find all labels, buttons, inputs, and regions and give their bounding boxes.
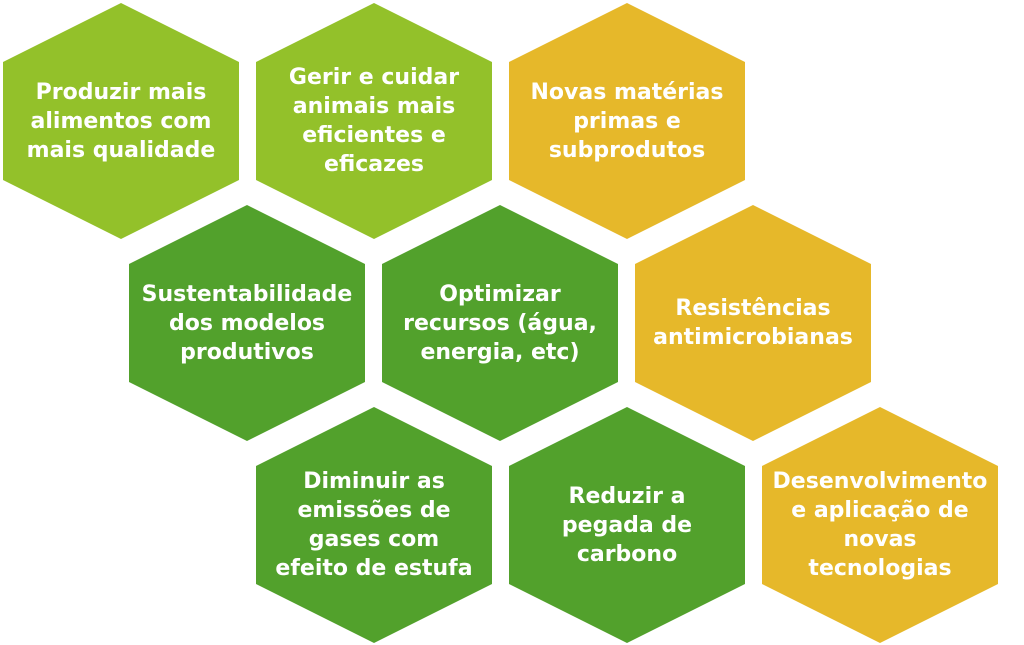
hexagon-produzir-mais-alimentos: Produzir mais alimentos com mais qualida… <box>3 3 239 239</box>
hexagon-reduzir-pegada-carbono: Reduzir a pegada de carbono <box>509 407 745 643</box>
hexagon-label: Desenvolvimento e aplicação de novas tec… <box>772 469 988 581</box>
hexagon-label: Gerir e cuidar animais mais eficientes e… <box>288 65 460 177</box>
hexagon-label: Sustentabilidade dos modelos produtivos <box>141 281 353 365</box>
hexagon-diminuir-emissoes: Diminuir as emissões de gases com efeito… <box>256 407 492 643</box>
hexagon-novas-materias-primas: Novas matérias primas e subprodutos <box>509 3 745 239</box>
hexagon-label: Reduzir a pegada de carbono <box>561 483 693 567</box>
hexagon-resistencias-antimicrobianas: Resistências antimicrobianas <box>635 205 871 441</box>
hexagon-label: Novas matérias primas e subprodutos <box>530 79 724 163</box>
hexagon-sustentabilidade: Sustentabilidade dos modelos produtivos <box>129 205 365 441</box>
hexagon-novas-tecnologias: Desenvolvimento e aplicação de novas tec… <box>762 407 998 643</box>
hexagon-label: Produzir mais alimentos com mais qualida… <box>26 79 216 163</box>
hexagon-label: Resistências antimicrobianas <box>653 296 853 350</box>
hexagon-label: Diminuir as emissões de gases com efeito… <box>275 469 473 581</box>
hexagon-optimizar-recursos: Optimizar recursos (água, energia, etc) <box>382 205 618 441</box>
hexagon-label: Optimizar recursos (água, energia, etc) <box>403 281 597 365</box>
hexagon-gerir-cuidar-animais: Gerir e cuidar animais mais eficientes e… <box>256 3 492 239</box>
